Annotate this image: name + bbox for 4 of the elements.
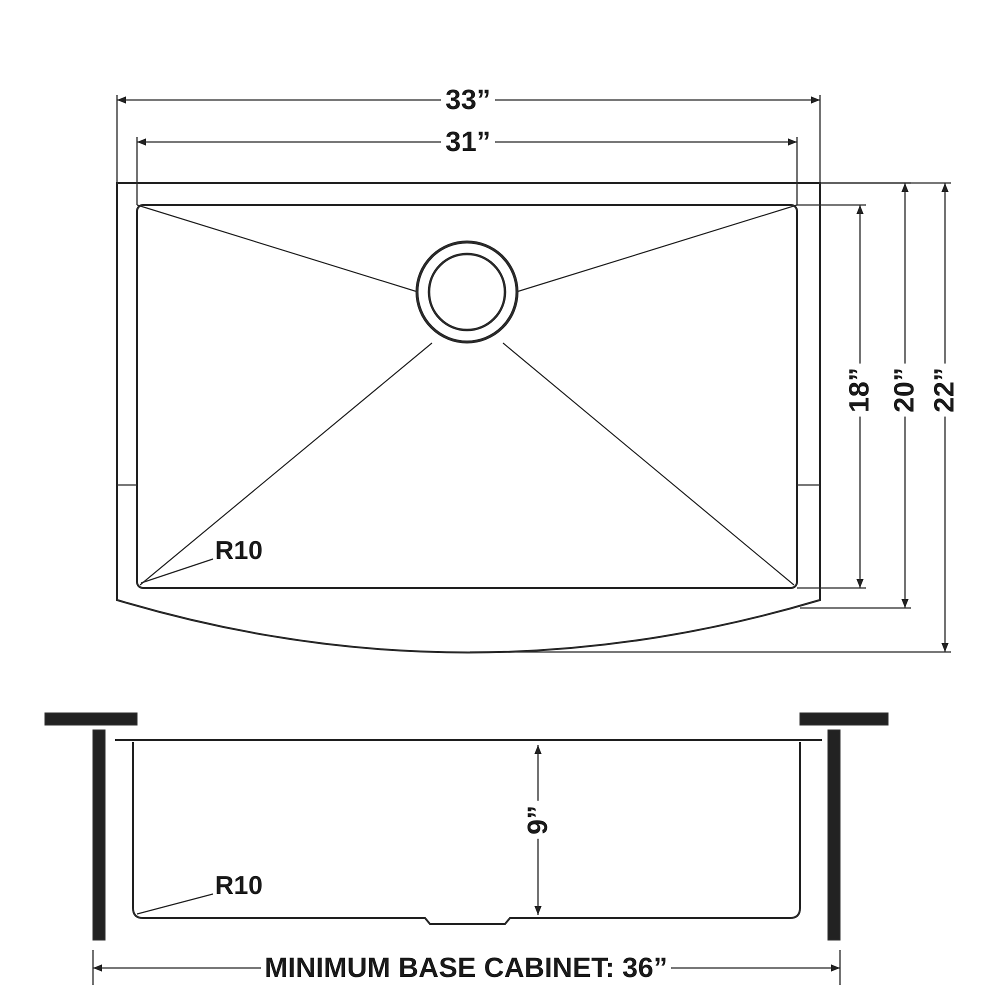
leader-line xyxy=(140,558,214,584)
leader-line xyxy=(136,893,214,915)
radius-label: R10 xyxy=(215,537,263,563)
radius-label: R10 xyxy=(215,872,263,898)
